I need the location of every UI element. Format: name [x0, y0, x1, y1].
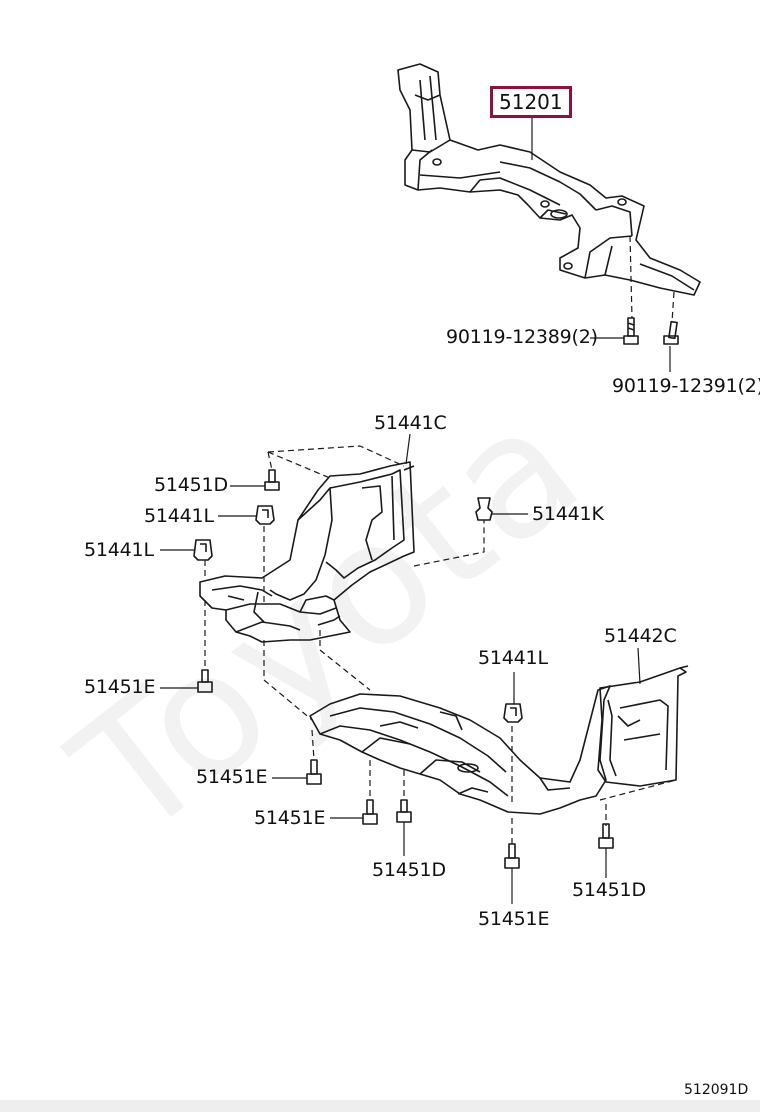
bolt-51451e-mid1[interactable] [306, 759, 322, 785]
label-51441l-3[interactable]: 51441L [478, 647, 548, 669]
label-51451e-left[interactable]: 51451E [84, 676, 156, 698]
clip-51441k[interactable] [475, 497, 493, 521]
diagram-code: 512091D [684, 1082, 749, 1098]
label-51441l-2[interactable]: 51441L [84, 539, 154, 561]
clip-51441l-3[interactable] [503, 703, 523, 723]
crossmember-part[interactable] [397, 63, 701, 296]
bolt-51451d-mid[interactable] [396, 799, 412, 823]
lower-cover-part[interactable] [309, 685, 611, 815]
label-51451d-mid[interactable]: 51451D [372, 859, 446, 881]
label-51451d-top[interactable]: 51451D [154, 474, 228, 496]
cover-51442c-part[interactable] [597, 665, 689, 787]
label-51451e-mid2[interactable]: 51451E [254, 807, 326, 829]
label-51201[interactable]: 51201 [490, 86, 572, 118]
bolt-51451e-bottom[interactable] [504, 843, 520, 869]
label-51441k[interactable]: 51441K [532, 503, 604, 525]
bolt-51451d-right[interactable] [598, 823, 614, 849]
label-51441c[interactable]: 51441C [374, 412, 447, 434]
label-51451e-bottom[interactable]: 51451E [478, 908, 550, 930]
bolt-51451e-left[interactable] [197, 669, 213, 693]
clip-51441l-1[interactable] [255, 505, 275, 525]
bolt-90119-12389[interactable] [623, 317, 639, 345]
label-90119-12389[interactable]: 90119-12389(2) [446, 326, 598, 348]
bolt-51451e-mid2[interactable] [362, 799, 378, 825]
cover-51441c-part[interactable] [199, 461, 415, 643]
label-51451e-mid1[interactable]: 51451E [196, 766, 268, 788]
label-51442c[interactable]: 51442C [604, 625, 677, 647]
label-51451d-right[interactable]: 51451D [572, 879, 646, 901]
label-51441l-1[interactable]: 51441L [144, 505, 214, 527]
bolt-51451d-top[interactable] [264, 469, 280, 491]
clip-51441l-2[interactable] [193, 539, 213, 561]
bolt-90119-12391[interactable] [663, 320, 679, 345]
label-90119-12391[interactable]: 90119-12391(2) [612, 375, 760, 397]
footer-bar [0, 1100, 760, 1112]
